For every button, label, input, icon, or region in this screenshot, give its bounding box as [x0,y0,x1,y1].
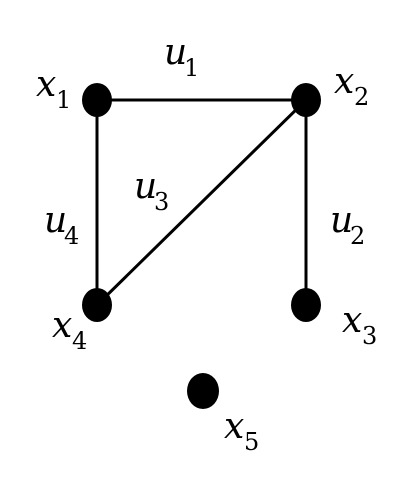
label-u3-index: 3 [154,188,169,216]
label-x4-index: 4 [72,327,87,355]
label-x2-symbol: x [334,61,354,102]
vertex-x2 [291,83,321,117]
vertex-x4 [82,288,112,322]
label-u4-symbol: u [44,200,67,241]
label-x2: x 2 [334,61,369,111]
edge-u3 [95,98,308,307]
label-x1: x 1 [36,64,71,114]
label-u1-symbol: u [164,32,187,73]
label-x1-symbol: x [36,64,56,105]
label-u2: u 2 [330,200,365,250]
label-u4-index: 4 [64,222,79,250]
label-x3-index: 3 [362,322,377,350]
label-u3: u 3 [134,166,169,216]
label-u3-symbol: u [134,166,157,207]
vertex-x5 [187,373,219,409]
label-u2-symbol: u [330,200,353,241]
label-u1: u 1 [164,32,199,82]
label-x5-index: 5 [244,428,259,456]
label-u2-index: 2 [350,222,365,250]
label-x4: x 4 [52,305,87,355]
label-x4-symbol: x [52,305,72,346]
label-x3: x 3 [342,300,377,350]
label-x5: x 5 [224,406,259,456]
label-x5-symbol: x [224,406,244,447]
label-u4: u 4 [44,200,79,250]
label-x1-index: 1 [56,86,71,114]
label-x3-symbol: x [342,300,362,341]
label-x2-index: 2 [354,83,369,111]
label-u1-index: 1 [184,54,199,82]
vertex-x3 [291,288,321,322]
vertex-x1 [82,83,112,117]
